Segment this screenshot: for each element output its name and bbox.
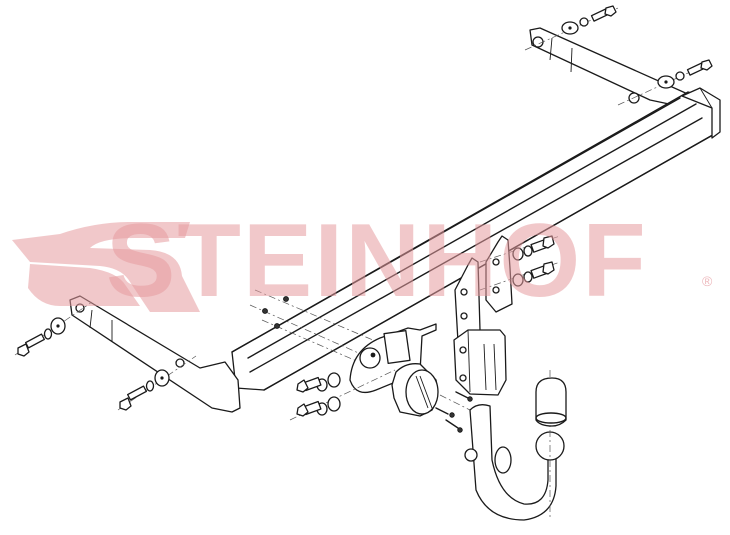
detachable-neck: [464, 370, 565, 521]
right-side-arm: [524, 5, 713, 109]
electrical-socket: [391, 363, 471, 433]
receiver-housing: [453, 329, 507, 402]
socket-plate: [289, 323, 437, 421]
left-side-arm: [14, 295, 241, 413]
ball-cap: [535, 377, 567, 427]
